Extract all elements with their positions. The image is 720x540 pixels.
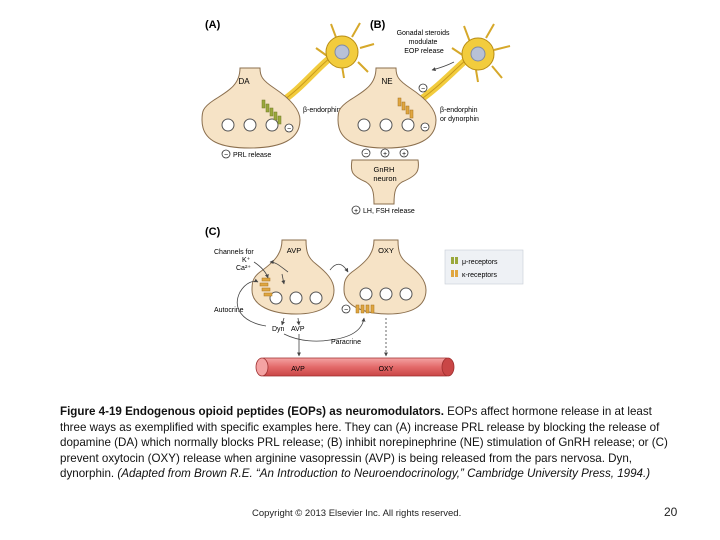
dopamine-vesicles bbox=[222, 119, 278, 131]
svg-text:PRL release: PRL release bbox=[233, 152, 271, 159]
norepinephrine-vesicles bbox=[358, 119, 414, 131]
avp-vesicles bbox=[270, 292, 322, 304]
svg-text:−: − bbox=[224, 152, 228, 159]
svg-text:+: + bbox=[354, 208, 358, 215]
nucleus bbox=[335, 45, 349, 59]
dopamine-terminal bbox=[202, 68, 300, 148]
dyn-label: Dyn bbox=[272, 326, 285, 333]
channels-label: Channels for K⁺ Ca²⁺ bbox=[214, 249, 256, 272]
svg-text:−: − bbox=[423, 125, 427, 132]
vessel-avp-label: AVP bbox=[291, 366, 305, 373]
avp-release-label: AVP bbox=[291, 326, 305, 333]
minus-circle-oxy: − bbox=[342, 305, 350, 314]
svg-text:+: + bbox=[402, 151, 406, 158]
caption-source: (Adapted from Brown R.E. “An Introductio… bbox=[117, 467, 650, 480]
beta-endorphin-label: β-endorphin bbox=[303, 107, 341, 114]
panel-b-label: (B) bbox=[370, 19, 386, 31]
svg-text:LH, FSH release: LH, FSH release bbox=[363, 208, 415, 215]
svg-text:−: − bbox=[344, 307, 348, 314]
svg-text:−: − bbox=[364, 151, 368, 158]
paracrine-label: Paracrine bbox=[331, 339, 361, 346]
panel-b: (B) Gonadal steroids modulate EOP releas… bbox=[338, 19, 510, 215]
panel-c-label: (C) bbox=[205, 226, 221, 238]
receptor-legend: μ-receptors κ-receptors bbox=[445, 250, 523, 284]
figure-caption: Figure 4-19 Endogenous opioid peptides (… bbox=[60, 404, 670, 482]
legend-mu-label: μ-receptors bbox=[462, 259, 498, 266]
panel-c: (C) Channels for K⁺ Ca²⁺ AVP OXY bbox=[205, 226, 454, 376]
oxy-cell-label: OXY bbox=[378, 246, 394, 255]
gnrh-neuron-label: GnRH neuron bbox=[373, 165, 396, 183]
vessel-oxy-label: OXY bbox=[379, 366, 394, 373]
opioid-label-b: β-endorphin or dynorphin bbox=[440, 107, 479, 123]
svg-text:+: + bbox=[383, 151, 387, 158]
blood-vessel: AVP OXY bbox=[256, 358, 454, 376]
gnrh-neuron: GnRH neuron bbox=[351, 160, 418, 204]
synapse-signs: − + + bbox=[362, 149, 408, 158]
page-number: 20 bbox=[664, 505, 677, 519]
oxy-vesicles bbox=[360, 288, 412, 300]
copyright-footer: Copyright © 2013 Elsevier Inc. All right… bbox=[252, 508, 461, 519]
ne-cell-label: NE bbox=[381, 77, 392, 86]
gonadal-steroids-note: Gonadal steroids modulate EOP release bbox=[397, 30, 452, 55]
da-cell-label: DA bbox=[238, 77, 250, 86]
svg-text:−: − bbox=[421, 86, 425, 93]
eop-neuromodulation-diagram: (A) DA β-endorphin − bbox=[0, 0, 720, 400]
panel-a-label: (A) bbox=[205, 19, 221, 31]
avp-cell-label: AVP bbox=[287, 246, 301, 255]
nucleus bbox=[471, 47, 485, 61]
legend-kappa-label: κ-receptors bbox=[462, 272, 498, 279]
svg-text:−: − bbox=[287, 126, 291, 133]
prl-release-label: − PRL release bbox=[222, 150, 271, 159]
lh-fsh-release-label: + LH, FSH release bbox=[352, 206, 415, 215]
caption-label: Figure 4-19 Endogenous opioid peptides (… bbox=[60, 405, 444, 418]
